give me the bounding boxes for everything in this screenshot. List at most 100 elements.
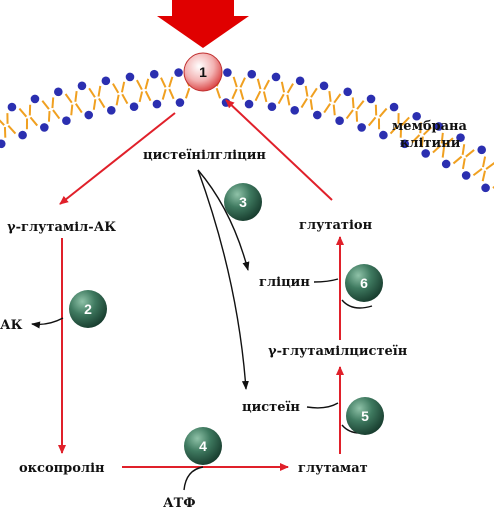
lipid-head [30, 94, 40, 104]
lipid-head [434, 122, 444, 131]
label-aa: АК [0, 318, 23, 333]
lipid-tail [452, 155, 463, 165]
lipid-head [456, 133, 465, 142]
lipid-tail [115, 94, 120, 106]
lipid-tail [309, 99, 314, 110]
lipid-tail [120, 81, 126, 93]
lipid-tail [256, 78, 262, 90]
lipid-tail [239, 89, 245, 100]
lipid-tail [422, 126, 433, 136]
lipid-tail [144, 90, 152, 102]
lipid-tail [160, 77, 167, 88]
lipid-tail [29, 116, 39, 127]
transporter-number: 1 [199, 64, 207, 80]
lipid-head [0, 139, 6, 149]
lipid-tail [419, 122, 422, 134]
glycine-input-curve [313, 278, 339, 283]
lipid-tail [98, 97, 106, 109]
lipid-head [244, 99, 254, 109]
lipid-head [101, 76, 111, 86]
lipid-head [319, 81, 329, 91]
label-atp: АТФ [163, 496, 196, 511]
enzyme-2: 2 [69, 290, 107, 328]
membrane-label-line1: мембрана [392, 119, 468, 134]
lipid-tail [323, 103, 331, 114]
lipid-head [106, 106, 116, 115]
lipid-tail [168, 76, 174, 88]
enzyme-4: 4 [184, 427, 222, 465]
lipid-head [343, 87, 352, 97]
enzyme-6-number: 6 [360, 275, 368, 291]
label-glutamate: глутамат [298, 461, 368, 476]
lipid-head [335, 116, 344, 126]
lipid-head [357, 123, 366, 132]
lipid-tail [239, 77, 246, 88]
lipid-head [18, 130, 27, 140]
lipid-tail [161, 89, 167, 100]
lipid-tail [286, 83, 294, 94]
lipid-tail [64, 93, 73, 104]
label-gamma-glutamylcysteine: γ-глутамілцистеїн [268, 344, 408, 359]
lipid-head [223, 68, 232, 77]
lipid-tail [482, 156, 487, 168]
lipid-head [400, 139, 410, 149]
lipid-head [412, 111, 421, 121]
lipid-head [175, 98, 185, 107]
label-cysteinylglycine: цистеїнілгліцин [143, 148, 266, 163]
lipid-tail [97, 85, 102, 97]
lipid-head [247, 69, 257, 79]
arrow-transporter-to-gamma-glutamyl-aa [59, 112, 176, 205]
lipid-tail [262, 91, 268, 103]
lipid-head [54, 87, 63, 97]
lipid-tail [441, 146, 446, 158]
lipid-head [379, 130, 388, 140]
lipid-tail [168, 88, 175, 100]
lipid-head [7, 102, 17, 112]
lipid-tail [389, 124, 399, 135]
lipid-head [366, 94, 376, 104]
lipid-tail [263, 79, 271, 91]
label-glycine: гліцин [259, 275, 310, 290]
lipid-tail [52, 109, 61, 120]
transporter-1: 1 [183, 52, 223, 92]
lipid-tail [411, 134, 421, 144]
lipid-tail [465, 149, 475, 158]
lipid-tail [144, 78, 150, 90]
lipid-tail [74, 91, 78, 102]
enzyme-2-number: 2 [84, 301, 92, 317]
cysteine-input-curve [306, 402, 339, 409]
lipid-tail [481, 170, 486, 182]
lipid-head [477, 145, 486, 155]
lipid-head [421, 149, 430, 158]
enzyme-5: 5 [346, 397, 384, 435]
lipid-tail [420, 136, 424, 148]
lipid-tail [92, 99, 97, 110]
lipid-head [389, 102, 399, 112]
label-oxoproline: оксопролін [19, 461, 105, 476]
incoming-arrow-icon [157, 0, 249, 48]
lipid-tail [88, 87, 96, 98]
lipid-tail [0, 119, 5, 126]
lipid-tail [7, 124, 17, 135]
enzyme-6: 6 [345, 264, 383, 302]
lipid-tail [485, 162, 494, 170]
lipid-tail [280, 81, 286, 93]
label-cysteine: цистеїн [242, 400, 300, 415]
lipid-tail [304, 85, 309, 97]
lipid-tail [254, 90, 262, 102]
membrane-label-line2: клітини [400, 136, 461, 151]
lipid-head [40, 123, 49, 132]
lipid-head [312, 110, 322, 120]
lipid-head [149, 69, 159, 79]
lipid-head [267, 102, 277, 112]
lipid-tail [367, 116, 377, 127]
lipid-tail [332, 104, 336, 116]
enzyme-3: 3 [224, 183, 262, 221]
lipid-head [84, 110, 94, 120]
lipid-tail [75, 103, 83, 114]
lipid-tail [328, 91, 332, 102]
lipid-tail [440, 132, 444, 144]
lipid-tail [47, 111, 51, 122]
lipid-tail [461, 144, 466, 155]
lipid-tail [432, 144, 442, 154]
